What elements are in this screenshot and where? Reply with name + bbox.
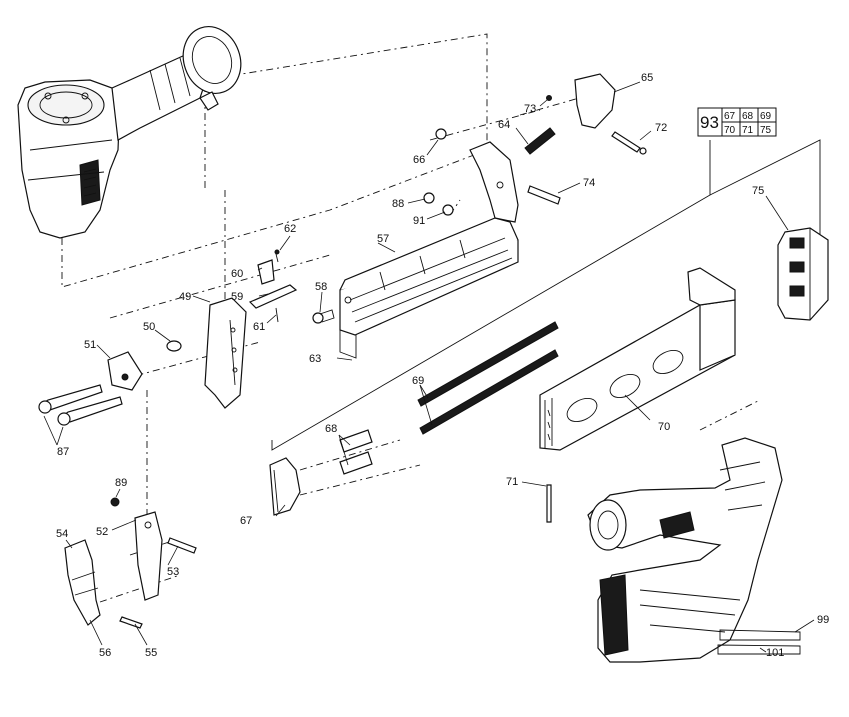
callout-57: 57 [377, 233, 389, 245]
callout-89: 89 [115, 477, 127, 489]
magazine-70 [539, 267, 736, 451]
callout-70: 70 [658, 421, 670, 433]
kit-cell-68: 68 [742, 111, 754, 122]
callout-88: 88 [392, 198, 404, 210]
callout-53: 53 [167, 566, 179, 578]
callout-64: 64 [498, 119, 510, 131]
kit-number: 93 [700, 113, 719, 132]
springs-69 [417, 321, 559, 435]
callout-68: 68 [325, 423, 337, 435]
assembled-nailer [587, 437, 801, 663]
callout-65: 65 [641, 72, 653, 84]
kit-93-box: 93 67 68 69 70 71 75 [697, 107, 777, 137]
callout-59: 59 [231, 291, 243, 303]
leader-lines [43, 81, 815, 653]
callout-49: 49 [179, 291, 191, 303]
callout-101: 101 [766, 647, 784, 659]
latch-hardware [64, 497, 197, 629]
callout-60: 60 [231, 268, 243, 280]
kit-cell-70: 70 [724, 125, 736, 136]
callout-50: 50 [143, 321, 155, 333]
kit-cell-67: 67 [724, 111, 736, 122]
callout-87: 87 [57, 446, 69, 458]
callout-58: 58 [315, 281, 327, 293]
pusher-75 [777, 227, 829, 321]
callout-52: 52 [96, 526, 108, 538]
kit-cell-75: 75 [760, 125, 772, 136]
callout-75: 75 [752, 185, 764, 197]
callout-69: 69 [412, 375, 424, 387]
frame-rail-57 [339, 141, 519, 359]
kit-cell-71: 71 [742, 125, 754, 136]
callout-91: 91 [413, 215, 425, 227]
callout-72: 72 [655, 122, 667, 134]
callout-71: 71 [506, 476, 518, 488]
callout-labels: 49 50 51 52 53 54 55 56 57 58 59 60 61 6… [56, 72, 829, 659]
driver-blade-67 [269, 429, 552, 523]
callout-55: 55 [145, 647, 157, 659]
callout-56: 56 [99, 647, 111, 659]
callout-51: 51 [84, 339, 96, 351]
callout-62: 62 [284, 223, 296, 235]
latch-hardware-top [423, 73, 647, 216]
callout-66: 66 [413, 154, 425, 166]
callout-67: 67 [240, 515, 252, 527]
left-hardware [38, 249, 335, 426]
callout-54: 54 [56, 528, 68, 540]
callout-63: 63 [309, 353, 321, 365]
callout-61: 61 [253, 321, 265, 333]
kit-bracket-lines [271, 139, 821, 451]
motor-housing [17, 26, 242, 239]
kit-cell-69: 69 [760, 111, 772, 122]
callout-74: 74 [583, 177, 595, 189]
callout-99: 99 [817, 614, 829, 626]
callout-73: 73 [524, 103, 536, 115]
